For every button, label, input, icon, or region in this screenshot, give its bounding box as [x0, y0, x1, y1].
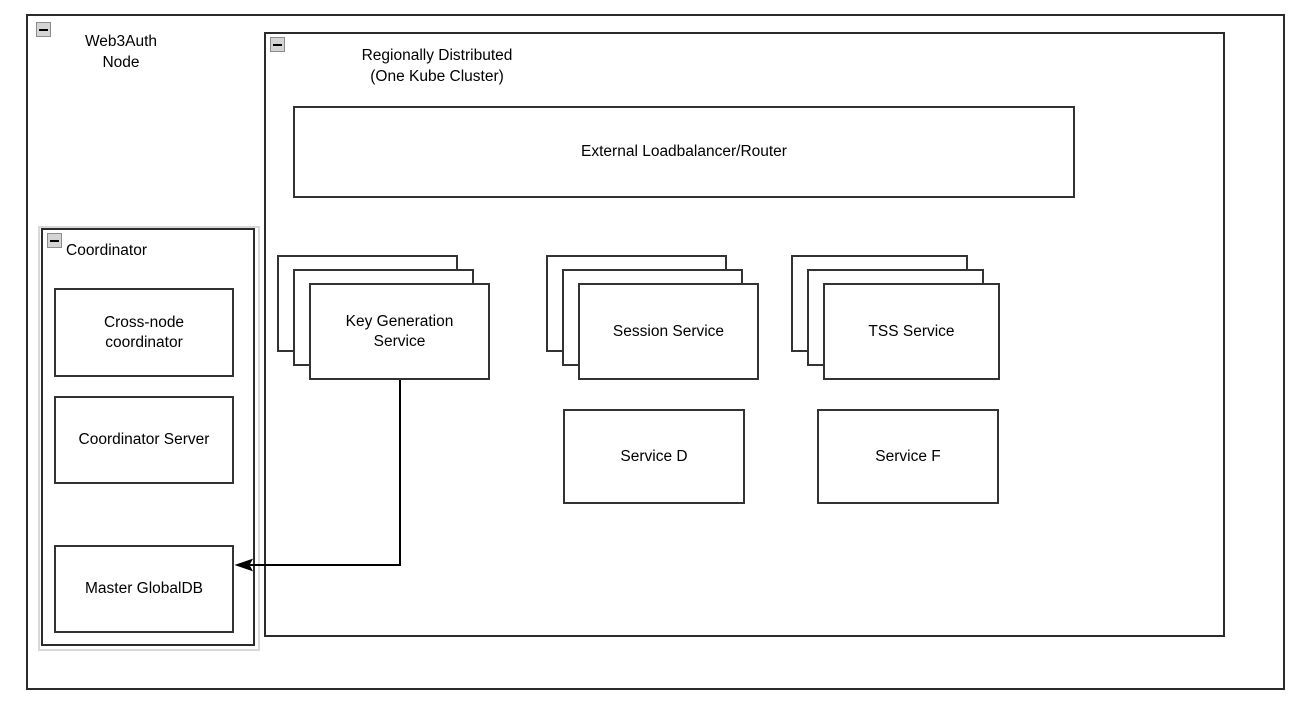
service-f-box[interactable]: Service F [817, 409, 999, 504]
external-loadbalancer-router-box[interactable]: External Loadbalancer/Router [293, 106, 1075, 198]
service-d-label: Service D [620, 447, 688, 465]
web3auth-node-collapse-icon[interactable] [36, 22, 51, 37]
coordinator-server-label: Coordinator Server [78, 431, 210, 448]
external-loadbalancer-router-label: External Loadbalancer/Router [581, 143, 787, 160]
key-generation-service-label: Key Generation Service [345, 312, 454, 350]
cross-node-coordinator-box[interactable]: Cross-node coordinator [54, 288, 234, 377]
regionally-distributed-title: Regionally Distributed (One Kube Cluster… [361, 47, 513, 85]
master-globaldb-box[interactable]: Master GlobalDB [54, 545, 234, 633]
tss-service-label: TSS Service [868, 322, 955, 340]
tss-service-replica-1[interactable]: TSS Service [823, 283, 1000, 380]
regionally-distributed-collapse-icon[interactable] [270, 37, 285, 52]
coordinator-collapse-icon[interactable] [47, 233, 62, 248]
session-service-label: Session Service [612, 322, 725, 340]
web3auth-node-title: Web3Auth Node [84, 33, 158, 71]
service-d-box[interactable]: Service D [563, 409, 745, 504]
cross-node-coordinator-label: Cross-node coordinator [103, 313, 185, 351]
session-service-replica-1[interactable]: Session Service [578, 283, 759, 380]
service-f-label: Service F [875, 447, 941, 465]
key-generation-service-stack[interactable]: Key Generation Service [277, 255, 490, 380]
master-globaldb-label: Master GlobalDB [84, 580, 203, 597]
coordinator-server-box[interactable]: Coordinator Server [54, 396, 234, 484]
key-generation-service-replica-1[interactable]: Key Generation Service [309, 283, 490, 380]
coordinator-title: Coordinator [66, 242, 147, 259]
tss-service-stack[interactable]: TSS Service [791, 255, 1000, 380]
session-service-stack[interactable]: Session Service [546, 255, 759, 380]
